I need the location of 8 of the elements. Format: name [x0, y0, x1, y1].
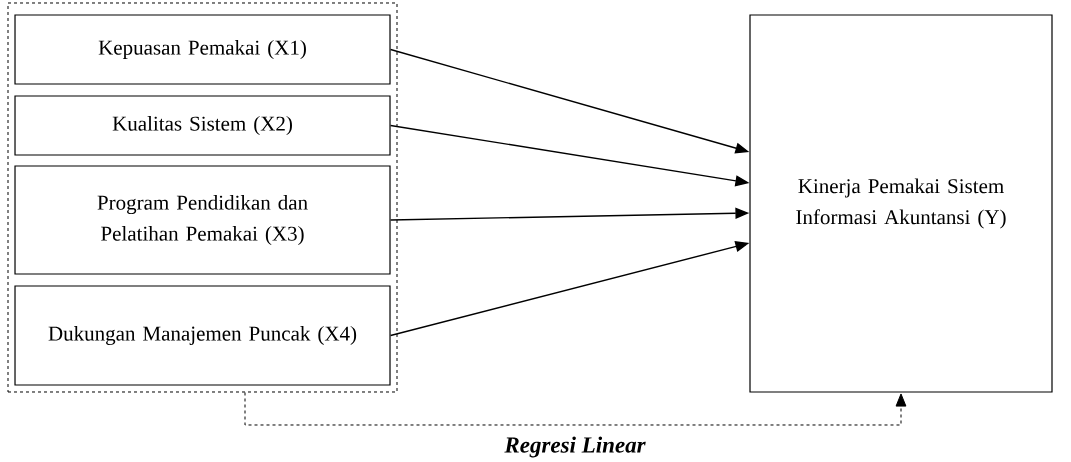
variable-box: Dukungan Manajemen Puncak (X4): [14, 285, 391, 386]
variable-box: Kualitas Sistem (X2): [14, 95, 391, 156]
edge-label: Regresi Linear: [504, 436, 646, 458]
variable-box: Kepuasan Pemakai (X1): [14, 14, 391, 85]
group-box: [7, 2, 398, 393]
variable-box: Program Pendidikan dan Pelatihan Pemakai (X3): [14, 165, 391, 275]
arrow: [244, 392, 907, 426]
target-box: Kinerja Pemakai Sistem Informasi Akuntansi (Y): [749, 14, 1053, 393]
